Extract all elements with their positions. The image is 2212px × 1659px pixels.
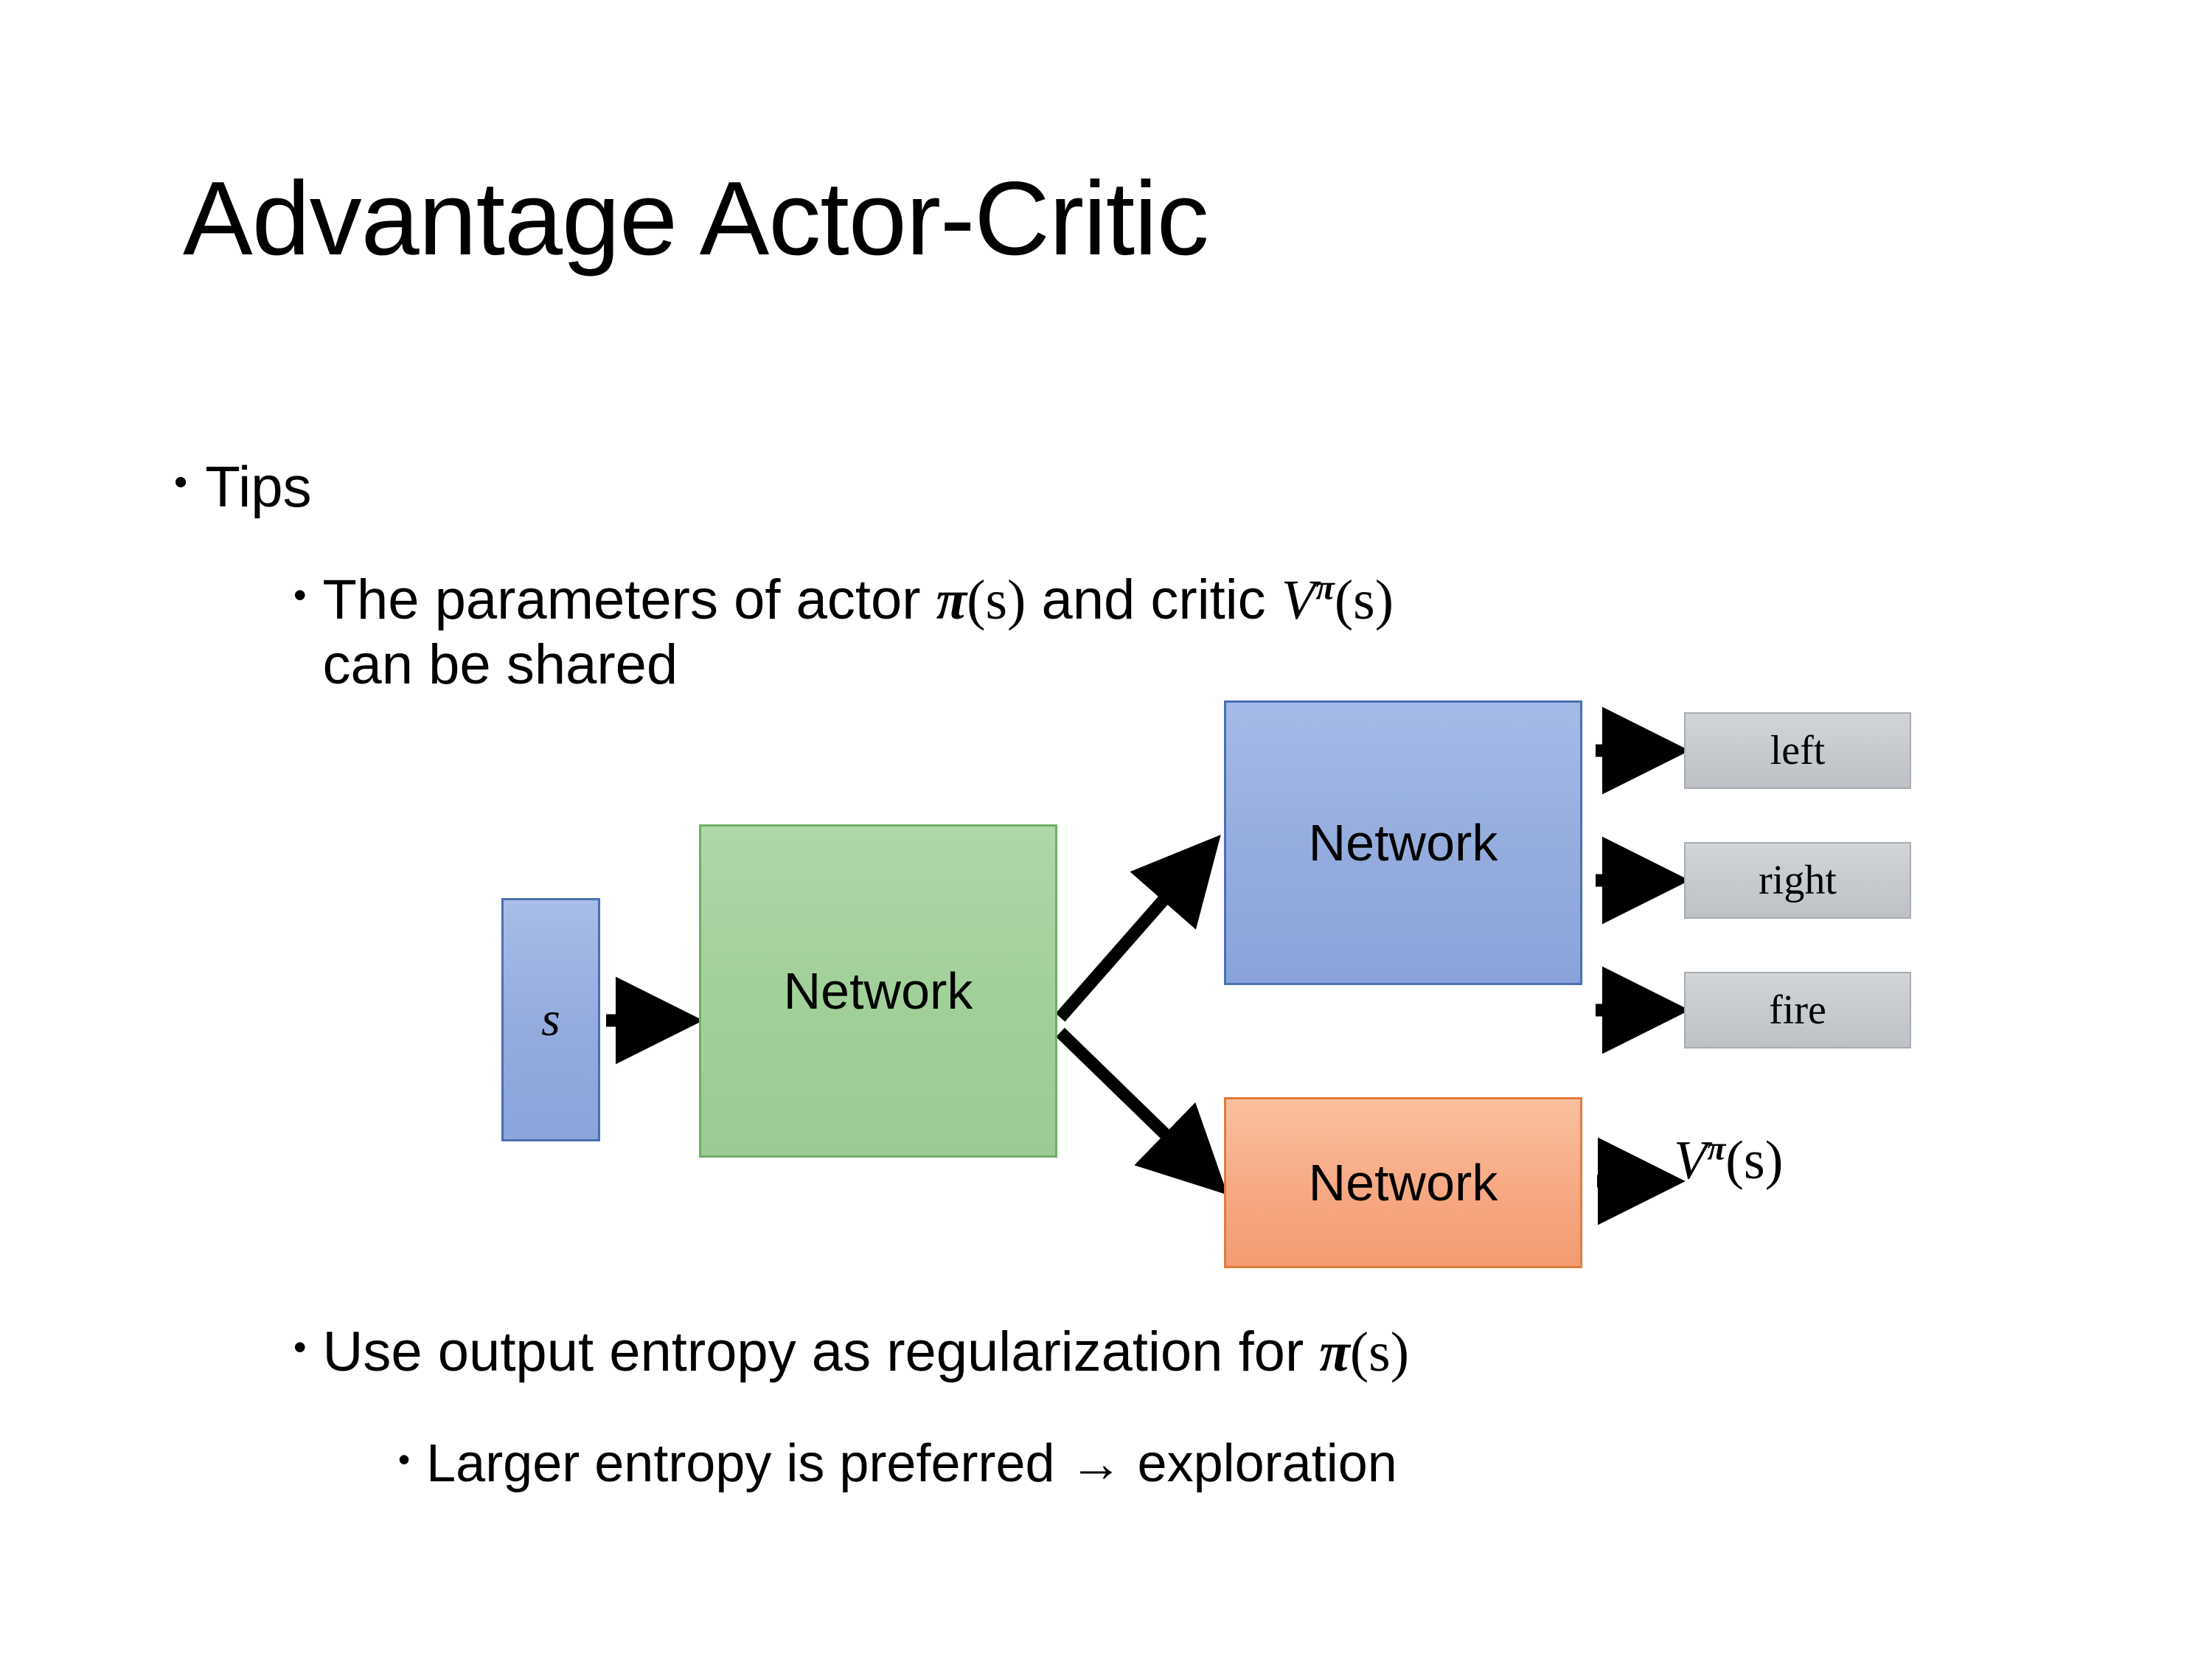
action-output-fire: fire: [1684, 972, 1911, 1048]
shared-network-box: Network: [699, 824, 1057, 1158]
value-function-symbol: V: [1281, 569, 1316, 631]
critic-network-box: Network: [1224, 1097, 1582, 1268]
bullet-tips: • Tips: [174, 454, 312, 521]
actor-critic-diagram: s Network Network Network left right fir…: [0, 649, 2212, 1357]
pi-symbol: π: [1319, 1321, 1350, 1383]
shared-network-label: Network: [783, 962, 973, 1020]
bullet-shared-parameters: • The parameters of actor π(s) and criti…: [293, 568, 2034, 698]
state-input-box: s: [501, 898, 600, 1141]
critic-network-label: Network: [1308, 1154, 1498, 1211]
action-output-left: left: [1684, 712, 1911, 789]
pi-argument: (s): [967, 569, 1026, 631]
page-title: Advantage Actor-Critic: [183, 160, 1209, 277]
bullet-text-lead: Use output entropy as regularization for: [322, 1321, 1320, 1383]
bullet-text-mid: and critic: [1026, 568, 1281, 631]
arrow-shared-to-actor: [1055, 835, 1221, 1022]
arrow-shared-to-critic: [1056, 1027, 1228, 1195]
action-output-right: right: [1684, 842, 1911, 919]
bullet-output-entropy: • Use output entropy as regularization f…: [293, 1320, 1409, 1385]
bullet-text-line2: can be shared: [322, 633, 678, 697]
bullet-larger-entropy: • Larger entropy is preferred → explorat…: [398, 1433, 1397, 1495]
pi-argument: (s): [1349, 1321, 1410, 1383]
value-function-argument: (s): [1725, 1130, 1784, 1191]
pi-symbol: π: [936, 569, 967, 631]
pi-superscript: π: [1315, 568, 1335, 608]
diagram-arrows: [606, 706, 1690, 1225]
bullet-tips-label: Tips: [205, 454, 312, 519]
actor-network-label: Network: [1308, 814, 1498, 872]
bullet-marker: •: [174, 461, 188, 504]
bullet-shared-parameters-text: The parameters of actor π(s) and critic …: [323, 568, 1394, 698]
bullet-output-entropy-text: Use output entropy as regularization for…: [323, 1320, 1410, 1385]
pi-superscript: π: [1707, 1129, 1726, 1167]
bullet-text-lead: The parameters of actor: [322, 568, 936, 631]
actor-network-box: Network: [1224, 700, 1582, 985]
bullet-marker: •: [293, 1326, 307, 1368]
state-symbol: s: [541, 992, 560, 1046]
value-function-symbol: V: [1674, 1130, 1708, 1191]
bullet-marker: •: [293, 574, 307, 616]
bullet-larger-entropy-label: Larger entropy is preferred → exploratio…: [426, 1434, 1397, 1493]
value-output-label: Vπ(s): [1674, 1130, 1783, 1192]
bullet-marker: •: [398, 1440, 411, 1478]
value-function-argument: (s): [1334, 569, 1394, 631]
